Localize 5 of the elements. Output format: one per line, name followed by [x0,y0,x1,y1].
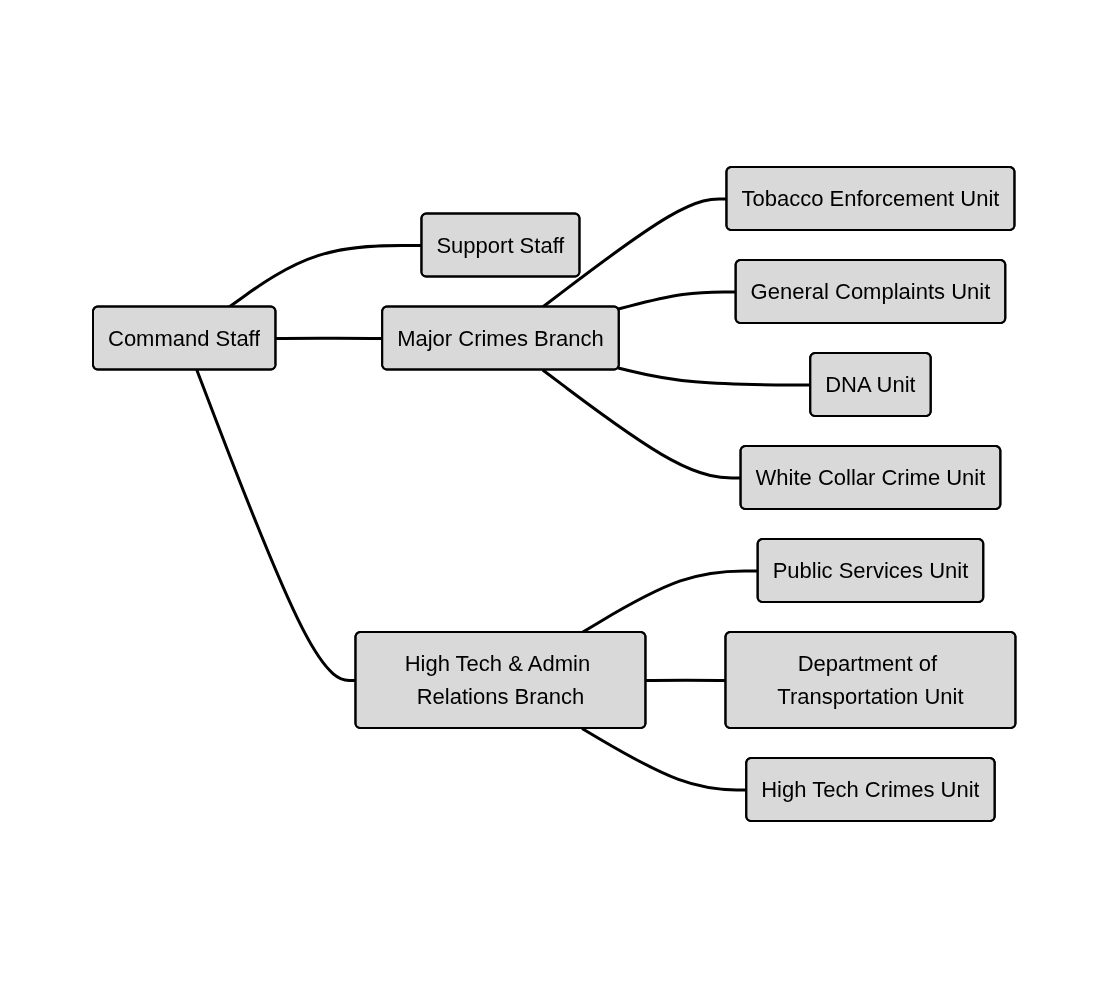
connector [645,678,726,682]
connector [541,368,741,480]
connector [195,369,356,682]
connector [617,290,736,311]
connector [581,569,758,634]
